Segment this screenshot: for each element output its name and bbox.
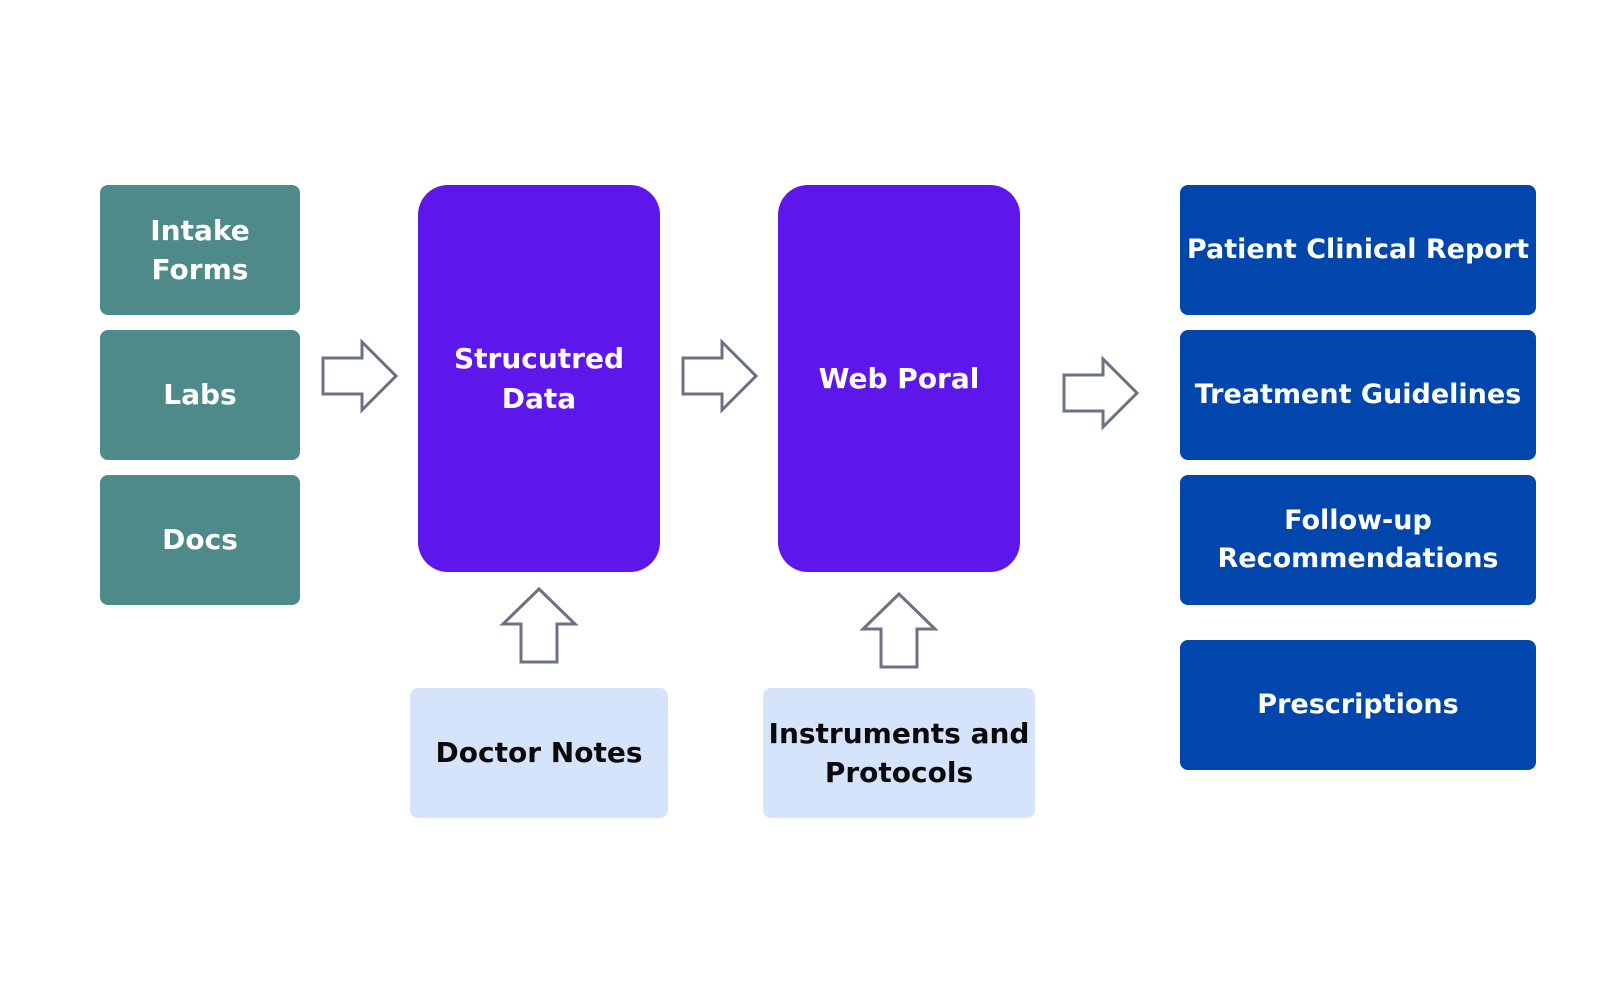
arrow-up-icon <box>859 591 939 669</box>
output-patient-clinical-report: Patient Clinical Report <box>1180 185 1536 315</box>
web-portal-node: Web Poral <box>778 185 1020 572</box>
output-treatment-guidelines: Treatment Guidelines <box>1180 330 1536 460</box>
output-prescriptions: Prescriptions <box>1180 640 1536 770</box>
source-labs: Labs <box>100 330 300 460</box>
source-docs: Docs <box>100 475 300 605</box>
doctor-notes-input: Doctor Notes <box>410 688 668 818</box>
arrow-right-icon <box>321 338 399 414</box>
output-follow-up-recommendations: Follow-up Recommendations <box>1180 475 1536 605</box>
instruments-protocols-input: Instruments and Protocols <box>763 688 1035 818</box>
arrow-right-icon <box>1062 355 1140 431</box>
arrow-right-icon <box>681 338 759 414</box>
source-intake-forms: Intake Forms <box>100 185 300 315</box>
arrow-up-icon <box>499 586 579 664</box>
structured-data-node: Strucutred Data <box>418 185 660 572</box>
